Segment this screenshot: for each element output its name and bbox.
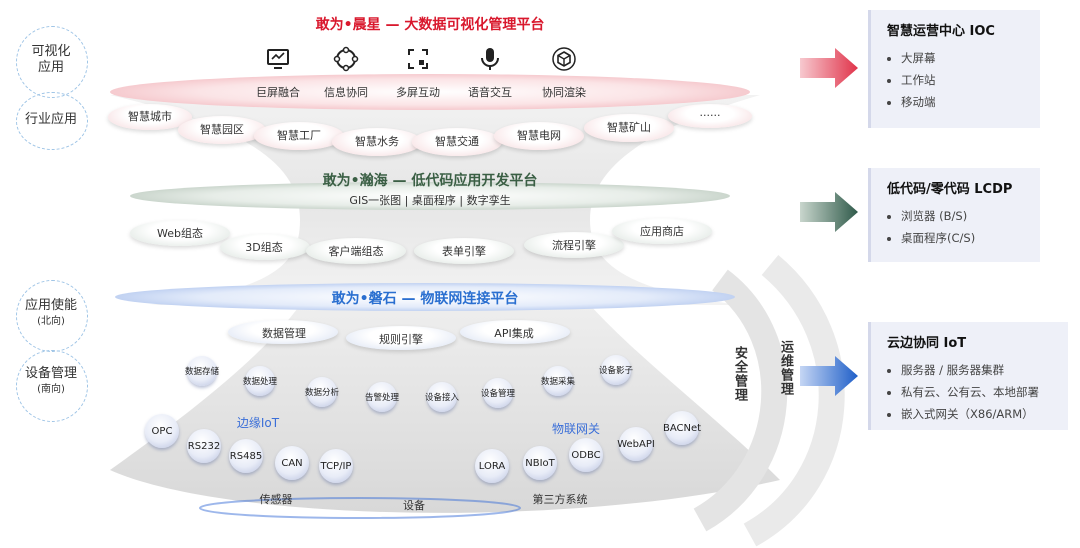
- platform-mid-subtitle: GIS一张图 | 桌面程序 | 数字孪生: [349, 192, 510, 208]
- protocol-node-webapi: WebAPI: [619, 427, 653, 461]
- bottom-item-1: 设备: [403, 497, 425, 513]
- function-node-3: 告警处理: [367, 382, 397, 412]
- platform-mid-title: 敢为•瀚海 — 低代码应用开发平台: [323, 170, 538, 190]
- protocol-node-can: CAN: [275, 446, 309, 480]
- cube-icon: [551, 46, 577, 72]
- platform-top-title: 敢为•晨星 — 大数据可视化管理平台: [316, 14, 545, 34]
- panel-ioc-item-1: 工作站: [901, 69, 1040, 91]
- module-label-3: 表单引擎: [442, 243, 486, 259]
- side-label-visualize-line2: 应用: [38, 60, 64, 75]
- side-label-app-enable: 应用使能 (北向): [14, 298, 88, 330]
- microphone-icon: [477, 46, 503, 72]
- panel-lcdp-title: 低代码/零代码 LCDP: [887, 178, 1040, 197]
- industry-label-1: 智慧园区: [200, 121, 244, 137]
- security-mgmt-label: 安全管理: [730, 346, 749, 402]
- industry-label-0: 智慧城市: [128, 108, 172, 124]
- module-label-2: 客户端组态: [329, 243, 384, 259]
- industry-label-4: 智慧交通: [435, 133, 479, 149]
- industry-label-2: 智慧工厂: [277, 127, 321, 143]
- ops-mgmt-label: 运维管理: [776, 340, 795, 396]
- gateway-label: 物联网关: [552, 420, 600, 437]
- platform-bottom-title: 敢为•磐石 — 物联网连接平台: [332, 288, 519, 308]
- panel-lcdp-item-0: 浏览器 (B/S): [901, 205, 1040, 227]
- edge-iot-label: 边缘IoT: [237, 414, 279, 431]
- protocol-node-tcpip: TCP/IP: [319, 449, 353, 483]
- industry-label-5: 智慧电网: [517, 127, 561, 143]
- protocol-node-odbc: ODBC: [569, 438, 603, 472]
- side-label-visualize: 可视化 应用: [14, 44, 88, 76]
- feature-label-3: 语音交互: [468, 84, 512, 100]
- module-label-0: Web组态: [157, 225, 203, 241]
- multi-screen-icon: [405, 46, 431, 72]
- panel-iot: 云边协同 IoT 服务器 / 服务器集群 私有云、公有云、本地部署 嵌入式网关（…: [868, 322, 1068, 430]
- panel-ioc-item-2: 移动端: [901, 91, 1040, 113]
- feature-label-2: 多屏互动: [396, 84, 440, 100]
- side-label-device-mgmt-sub: (南向): [14, 382, 88, 398]
- service-label-0: 数据管理: [262, 325, 306, 341]
- panel-ioc-title: 智慧运营中心 IOC: [887, 20, 1040, 39]
- side-label-visualize-line1: 可视化: [31, 44, 70, 59]
- function-node-4: 设备接入: [427, 382, 457, 412]
- side-label-device-mgmt-main: 设备管理: [25, 366, 77, 381]
- module-label-4: 流程引擎: [552, 237, 596, 253]
- function-node-7: 设备影子: [601, 355, 631, 385]
- panel-lcdp-item-1: 桌面程序(C/S): [901, 227, 1040, 249]
- protocol-node-lora: LORA: [475, 449, 509, 483]
- function-node-1: 数据处理: [245, 366, 275, 396]
- function-node-6: 数据采集: [543, 366, 573, 396]
- panel-lcdp: 低代码/零代码 LCDP 浏览器 (B/S) 桌面程序(C/S): [868, 168, 1040, 262]
- side-label-app-enable-main: 应用使能: [25, 298, 77, 313]
- function-node-5: 设备管理: [483, 378, 513, 408]
- panel-ioc-item-0: 大屏幕: [901, 47, 1040, 69]
- protocol-node-nbiot: NBIoT: [523, 446, 557, 480]
- protocol-node-rs232: RS232: [187, 429, 221, 463]
- bottom-item-0: 传感器: [260, 491, 293, 507]
- side-label-app-enable-sub: (北向): [14, 314, 88, 330]
- side-label-industry: 行业应用: [14, 112, 88, 128]
- feature-label-4: 协同渲染: [542, 84, 586, 100]
- panel-iot-item-0: 服务器 / 服务器集群: [901, 359, 1068, 381]
- module-label-5: 应用商店: [640, 223, 684, 239]
- panel-iot-title: 云边协同 IoT: [887, 332, 1068, 351]
- protocol-node-bacnet: BACNet: [665, 411, 699, 445]
- feature-label-1: 信息协同: [324, 84, 368, 100]
- industry-label-7: ......: [700, 106, 721, 119]
- monitor-icon: [265, 46, 291, 72]
- function-node-2: 数据分析: [307, 377, 337, 407]
- industry-label-3: 智慧水务: [355, 133, 399, 149]
- service-label-2: API集成: [494, 325, 533, 341]
- panel-iot-item-1: 私有云、公有云、本地部署: [901, 381, 1068, 403]
- bottom-item-2: 第三方系统: [533, 491, 588, 507]
- feature-label-0: 巨屏融合: [256, 84, 300, 100]
- service-label-1: 规则引擎: [379, 331, 423, 347]
- protocol-node-opc: OPC: [145, 414, 179, 448]
- function-node-0: 数据存储: [187, 356, 217, 386]
- panel-ioc: 智慧运营中心 IOC 大屏幕 工作站 移动端: [868, 10, 1040, 128]
- side-label-device-mgmt: 设备管理 (南向): [14, 366, 88, 398]
- protocol-node-rs485: RS485: [229, 439, 263, 473]
- industry-label-6: 智慧矿山: [607, 119, 651, 135]
- network-icon: [333, 46, 359, 72]
- panel-iot-item-2: 嵌入式网关（X86/ARM）: [901, 403, 1068, 425]
- module-label-1: 3D组态: [245, 239, 282, 255]
